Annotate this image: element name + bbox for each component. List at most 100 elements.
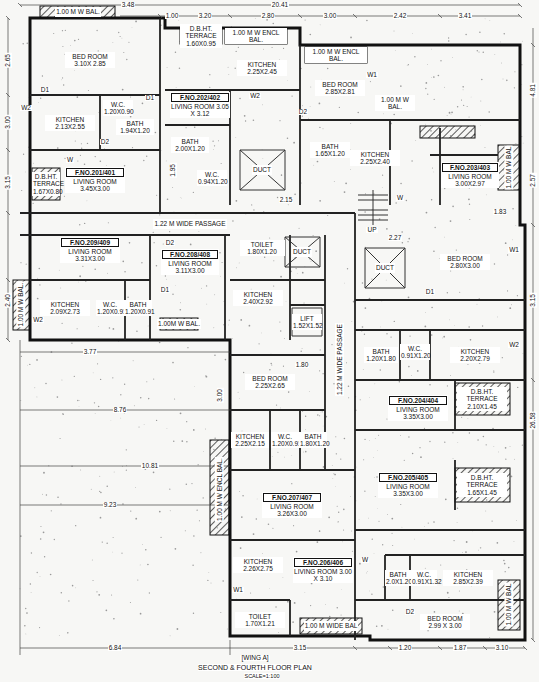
speckle-dot — [345, 182, 347, 184]
terrace-hatch — [32, 168, 60, 200]
speckle-dot — [198, 231, 200, 233]
speckle-dot — [124, 384, 125, 385]
speckle-dot — [349, 495, 351, 497]
speckle-dot — [325, 603, 327, 605]
room-name: 1.00 M W BAL — [505, 147, 512, 189]
room-label: 1.00 M W BAL — [504, 146, 513, 190]
speckle-dot — [172, 293, 173, 294]
speckle-dot — [339, 107, 340, 108]
speckle-dot — [431, 48, 433, 50]
speckle-dot — [315, 250, 317, 252]
speckle-dot — [348, 385, 350, 387]
dimension-text: 1.20 — [398, 645, 413, 652]
room-name: 1.00 M W BAL. — [56, 8, 100, 15]
speckle-dot — [156, 195, 157, 196]
speckle-dot — [77, 400, 78, 401]
speckle-dot — [458, 610, 460, 612]
speckle-dot — [61, 79, 63, 81]
room-name: KITCHEN 2.26X2.75 — [234, 558, 282, 572]
room-label: DUCT — [375, 263, 395, 272]
speckle-dot — [74, 376, 75, 377]
speckle-dot — [107, 272, 109, 274]
speckle-dot — [238, 262, 240, 264]
speckle-dot — [60, 287, 62, 289]
room-label: KITCHEN 2.85X2.39 — [443, 570, 493, 586]
room-name: BATH 1.20X1.80 — [365, 348, 397, 362]
speckle-dot — [444, 86, 446, 88]
speckle-dot — [373, 476, 375, 478]
speckle-dot — [372, 538, 373, 539]
speckle-dot — [145, 549, 147, 551]
speckle-dot — [500, 41, 502, 43]
speckle-dot — [511, 476, 513, 478]
speckle-dot — [493, 369, 495, 371]
speckle-dot — [180, 309, 182, 311]
opening-mark: D2 — [405, 609, 415, 616]
speckle-dot — [483, 436, 484, 437]
speckle-dot — [287, 80, 289, 82]
speckle-dot — [40, 526, 41, 527]
speckle-dot — [175, 548, 177, 550]
speckle-dot — [98, 594, 100, 596]
speckle-dot — [390, 336, 391, 337]
speckle-dot — [302, 105, 304, 107]
speckle-dot — [220, 612, 221, 613]
room-name: BED ROOM 2.25X2.65 — [246, 375, 294, 389]
speckle-dot — [291, 455, 293, 457]
speckle-dot — [522, 40, 524, 42]
lift-shaft — [292, 308, 322, 336]
speckle-dot — [366, 572, 368, 574]
speckle-dot — [61, 379, 63, 381]
speckle-dot — [367, 571, 369, 573]
speckle-dot — [374, 495, 376, 497]
speckle-dot — [400, 85, 402, 87]
speckle-dot — [415, 140, 417, 142]
speckle-dot — [232, 220, 234, 222]
speckle-dot — [342, 541, 344, 543]
room-label: F.NO.207/407LIVING ROOM 3.26X3.00 — [262, 492, 322, 518]
room-label: 1.22 M WIDE PASSAGE — [335, 323, 344, 396]
speckle-dot — [120, 417, 122, 419]
speckle-dot — [434, 227, 435, 228]
speckle-dot — [206, 376, 208, 378]
speckle-dot — [480, 547, 481, 548]
speckle-dot — [242, 495, 243, 496]
speckle-dot — [124, 271, 125, 272]
speckle-dot — [61, 323, 62, 324]
speckle-dot — [50, 574, 52, 576]
room-name: 1.00 M W ENCL BAL. — [306, 48, 366, 62]
room-name: 1.00 M W BAL. — [17, 283, 24, 327]
speckle-dot — [137, 579, 138, 580]
speckle-dot — [448, 597, 449, 598]
speckle-dot — [108, 222, 109, 223]
dimension-text: 3.00 — [5, 115, 12, 130]
room-label: KITCHEN 2.40X2.92 — [233, 290, 283, 306]
room-name: KITCHEN 2.25X2.40 — [351, 151, 399, 165]
speckle-dot — [100, 160, 102, 162]
speckle-dot — [33, 162, 35, 164]
speckle-dot — [77, 328, 78, 329]
room-label: D.B.HT. TERRACE 1.60X0.95 — [180, 24, 222, 47]
speckle-dot — [240, 319, 242, 321]
speckle-dot — [433, 250, 435, 252]
speckle-dot — [382, 544, 383, 545]
speckle-dot — [489, 636, 491, 638]
speckle-dot — [452, 457, 454, 459]
room-name: DUCT — [293, 248, 311, 255]
speckle-dot — [74, 70, 76, 72]
speckle-dot — [206, 303, 208, 305]
speckle-dot — [411, 160, 412, 161]
speckle-dot — [515, 225, 517, 227]
speckle-dot — [251, 204, 252, 205]
speckle-dot — [309, 34, 311, 36]
speckle-dot — [433, 76, 435, 78]
speckle-dot — [109, 327, 110, 328]
speckle-dot — [392, 545, 393, 546]
dimension-text: 3.10 — [495, 645, 510, 652]
speckle-dot — [452, 57, 454, 59]
room-label: W.C. 0.91X1.32 — [411, 570, 437, 586]
speckle-dot — [507, 254, 508, 255]
speckle-dot — [209, 74, 210, 75]
speckle-dot — [113, 328, 115, 330]
speckle-dot — [332, 478, 334, 480]
